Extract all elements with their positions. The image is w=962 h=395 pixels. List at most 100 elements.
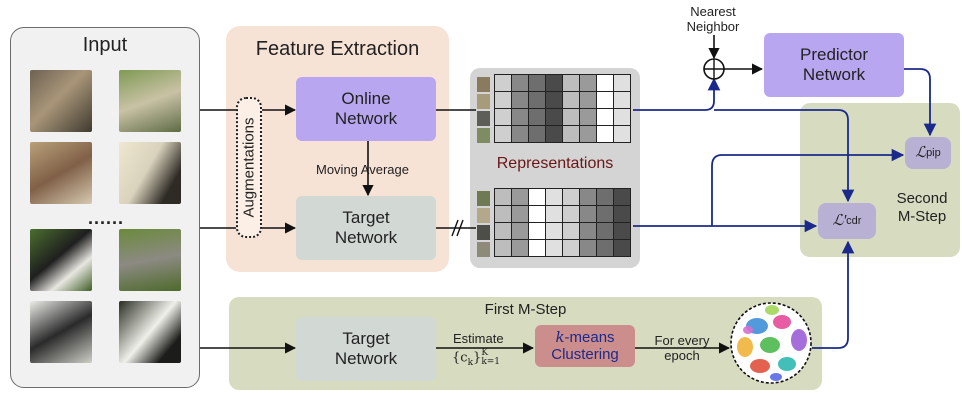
representation-cell [562, 222, 580, 240]
kmeans-k: k [555, 328, 565, 346]
mini-image [477, 225, 490, 240]
representation-cell [494, 108, 512, 126]
representation-cell [545, 188, 563, 206]
representation-cell [596, 239, 614, 257]
dog-image-1 [30, 229, 92, 291]
representation-cell [494, 188, 512, 206]
cluster-blobs [737, 305, 807, 381]
kmeans-line2: Clustering [551, 346, 619, 363]
kmeans-line1: -means [564, 329, 615, 346]
mini-image [477, 242, 490, 257]
representation-cell [494, 125, 512, 143]
arrow-online-rep-to-cdr [714, 109, 855, 203]
representation-cell [511, 74, 529, 92]
representation-cell [613, 74, 631, 92]
representation-cell [562, 108, 580, 126]
representation-cell [596, 125, 614, 143]
representation-cell [528, 205, 546, 223]
representation-cell [579, 74, 597, 92]
estimate-label: Estimate [453, 331, 504, 346]
mini-image [477, 128, 490, 143]
moving-average-label: Moving Average [316, 162, 409, 177]
augmentations-box: Augmentations [236, 97, 262, 238]
kmeans-clustering-box: k-means Clustering [535, 325, 635, 367]
second-mstep-title: Second M-Step [896, 190, 948, 225]
representation-cell [562, 205, 580, 223]
representation-cell [579, 188, 597, 206]
pip-loss-subscript: pip [926, 147, 941, 159]
panda-image-2 [119, 142, 181, 204]
first-mstep-title: First M-Step [484, 301, 567, 318]
representation-cell [562, 188, 580, 206]
representation-cell [579, 108, 597, 126]
representation-cell [528, 108, 546, 126]
arrow-predictor-to-pip [904, 68, 937, 137]
online-network-box: Online Network [296, 77, 436, 141]
representation-cell [562, 125, 580, 143]
representation-cell [613, 91, 631, 109]
representation-cell [613, 205, 631, 223]
cluster-blob [737, 337, 753, 357]
representation-cell [613, 222, 631, 240]
representations-label: Representations [496, 155, 614, 172]
representation-cell [579, 239, 597, 257]
input-title: Input [82, 34, 128, 56]
representation-cell [528, 125, 546, 143]
representation-cell [562, 74, 580, 92]
representation-cell [579, 205, 597, 223]
cat-image-1 [30, 70, 92, 132]
elephant-image [119, 229, 181, 291]
representation-cell [494, 91, 512, 109]
representation-cell [511, 188, 529, 206]
target-representation-grid [494, 188, 633, 259]
cdr-loss-box: ℒ′cdr [818, 203, 876, 239]
arrow-online-rep-to-nn [633, 77, 721, 111]
representation-cell [545, 91, 563, 109]
representation-cell [596, 91, 614, 109]
online-representation-grid [494, 74, 633, 145]
predictor-network-box: Predictor Network [764, 33, 904, 97]
representation-cell [545, 74, 563, 92]
representation-cell [494, 239, 512, 257]
stop-gradient-mark-1 [451, 219, 459, 237]
cluster-blob [765, 305, 779, 315]
representation-cell [579, 222, 597, 240]
representation-cell [545, 125, 563, 143]
representation-cell [494, 205, 512, 223]
mini-image [477, 94, 490, 109]
nearest-neighbor-label: Nearest Neighbor [686, 4, 740, 34]
representation-cell [545, 239, 563, 257]
representation-cell [613, 108, 631, 126]
representation-cell [494, 222, 512, 240]
representation-cell [596, 108, 614, 126]
online-thumbnails [477, 77, 490, 143]
dog-image-2 [30, 301, 92, 363]
arrow-target-rep-to-pip [711, 148, 905, 226]
representation-cell [528, 239, 546, 257]
first-mstep-target-network-box: Target Network [296, 317, 436, 381]
stop-gradient-mark-2 [456, 219, 464, 237]
representation-cell [511, 205, 529, 223]
target-network-box: Target Network [296, 196, 436, 260]
representation-cell [613, 125, 631, 143]
cluster-blob [770, 373, 782, 381]
representation-cell [545, 205, 563, 223]
representation-cell [511, 125, 529, 143]
representation-cell [562, 91, 580, 109]
representation-cell [545, 222, 563, 240]
target-thumbnails [477, 191, 490, 257]
cdr-loss-subscript: cdr [846, 215, 862, 227]
representation-cell [596, 205, 614, 223]
mini-image [477, 191, 490, 206]
panda-image-1 [119, 70, 181, 132]
representation-cell [494, 74, 512, 92]
representation-cell [596, 222, 614, 240]
feature-extraction-title: Feature Extraction [255, 38, 420, 60]
cat-image-2 [30, 142, 92, 204]
representation-cell [528, 74, 546, 92]
cluster-blob [778, 357, 796, 371]
